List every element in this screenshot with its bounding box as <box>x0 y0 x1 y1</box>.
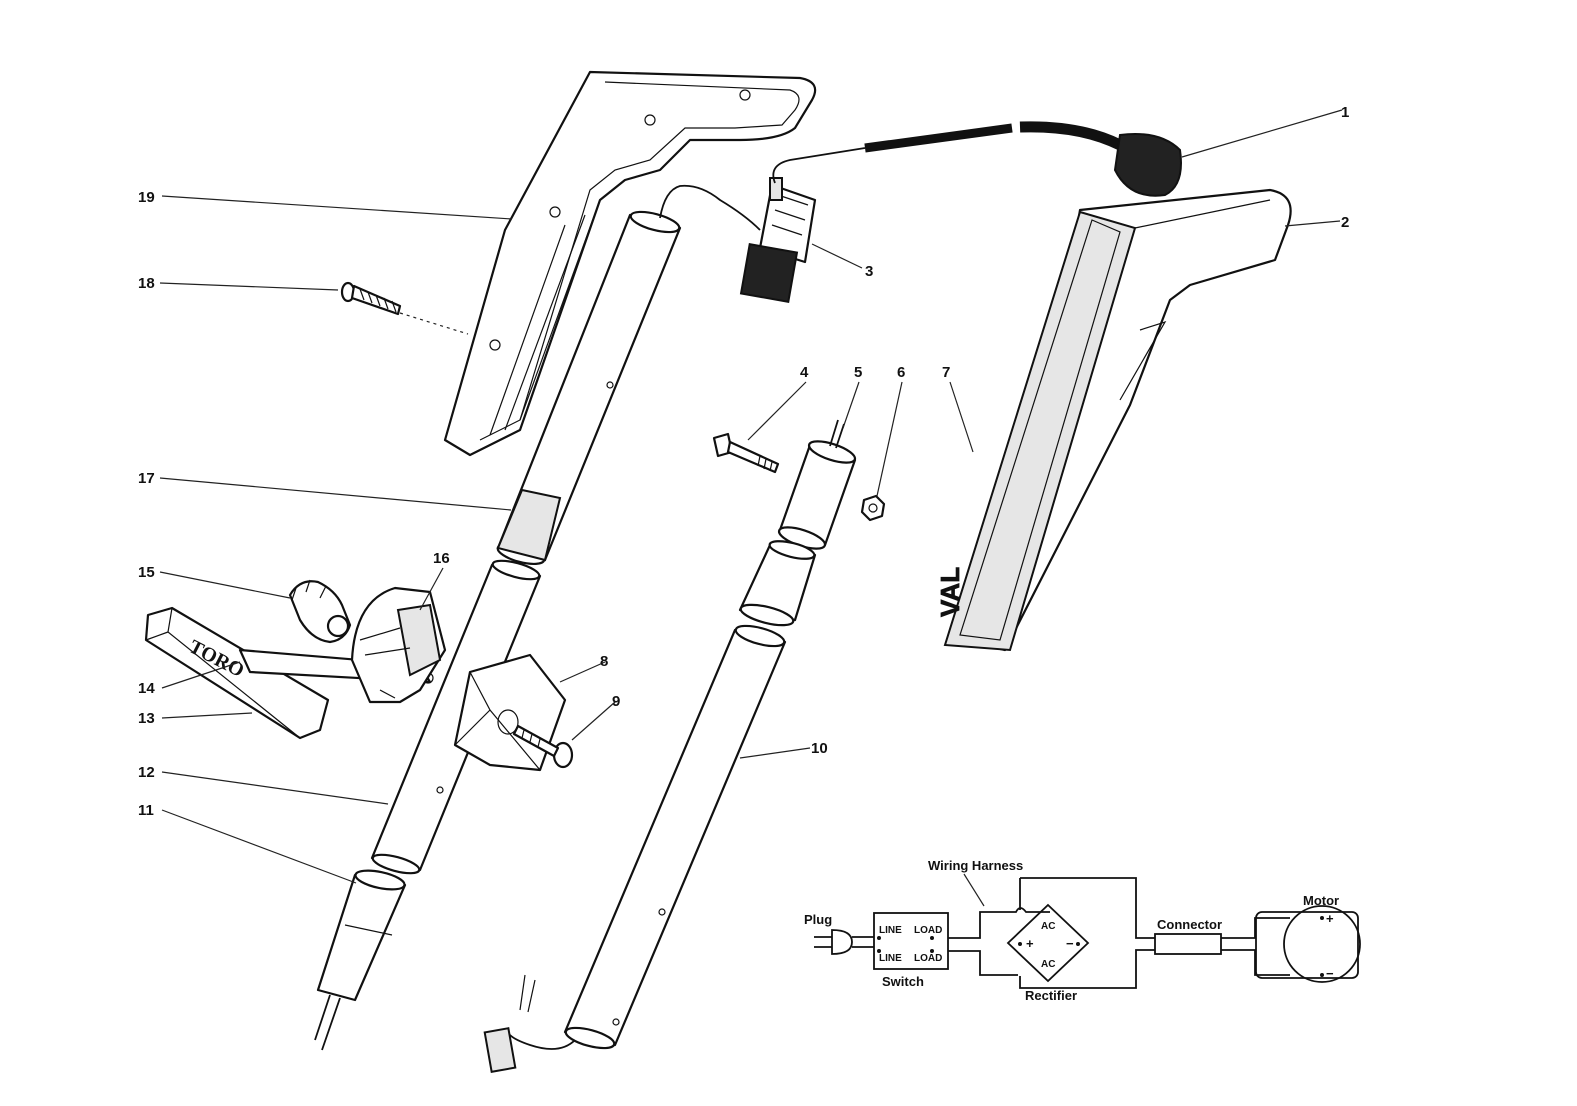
bolt-4 <box>712 432 780 474</box>
callout-13: 13 <box>138 710 155 727</box>
callout-6: 6 <box>897 364 905 381</box>
left-handle-half <box>443 70 817 457</box>
callout-5: 5 <box>854 364 862 381</box>
bolt-9 <box>512 724 574 769</box>
wiring-harness-label: Wiring Harness <box>928 858 1023 873</box>
plug-label: Plug <box>804 912 832 927</box>
switch-housing-16 <box>350 586 447 704</box>
callout-1: 1 <box>1341 104 1349 121</box>
motor-plus: + <box>1326 911 1334 926</box>
switch-load-2: LOAD <box>914 953 942 964</box>
callout-3: 3 <box>865 263 873 280</box>
coupling-5 <box>777 419 857 550</box>
callout-18: 18 <box>138 275 155 292</box>
power-cord-1 <box>772 121 1182 197</box>
callout-19: 19 <box>138 189 155 206</box>
screw-18 <box>340 281 402 316</box>
sleeve <box>738 540 817 627</box>
motor-symbol <box>1283 905 1361 983</box>
callout-7: 7 <box>942 364 950 381</box>
coupler-11 <box>314 869 407 1051</box>
leader-lines <box>159 109 1343 884</box>
callout-2: 2 <box>1341 214 1349 231</box>
rectifier-minus: − <box>1066 936 1074 951</box>
callout-9: 9 <box>612 693 620 710</box>
callout-numbers: 1 2 3 4 5 6 7 8 9 10 11 12 13 14 15 16 1… <box>138 104 1349 819</box>
middle-tube-12 <box>370 559 542 875</box>
connector-box <box>1154 933 1222 955</box>
nut-6 <box>860 494 886 522</box>
callout-8: 8 <box>600 653 608 670</box>
rectifier-ac-bottom: AC <box>1041 959 1055 970</box>
upper-tube-17 <box>496 184 761 566</box>
rectifier-label: Rectifier <box>1025 988 1077 1003</box>
switch-line-2: LINE <box>879 953 902 964</box>
callout-15: 15 <box>138 564 155 581</box>
svg-text:VAL: VAL <box>935 567 965 617</box>
switch-label: Switch <box>882 974 924 989</box>
callout-14: 14 <box>138 680 155 697</box>
motor-box <box>1255 911 1359 979</box>
connector-label: Connector <box>1157 917 1222 932</box>
motor-label: Motor <box>1303 893 1339 908</box>
rectifier-bridge <box>1006 903 1090 983</box>
switch-line-1: LINE <box>879 925 902 936</box>
switch-3 <box>739 177 817 303</box>
lower-tube-10 <box>483 624 787 1073</box>
callout-16: 16 <box>433 550 450 567</box>
switch-load-1: LOAD <box>914 925 942 936</box>
callout-11: 11 <box>138 802 154 819</box>
callout-10: 10 <box>811 740 828 757</box>
callout-17: 17 <box>138 470 155 487</box>
rectifier-plus: + <box>1026 936 1034 951</box>
callout-4: 4 <box>800 364 809 381</box>
callout-12: 12 <box>138 764 155 781</box>
switch-box <box>873 912 949 970</box>
motor-minus: − <box>1326 966 1334 981</box>
right-handle-half: VAL <box>935 188 1292 652</box>
wiring-diagram: Plug LINE LINE LOAD LOAD Switch Wiring H… <box>804 858 1361 1003</box>
rectifier-ac-top: AC <box>1041 921 1055 932</box>
knob-15 <box>288 579 352 644</box>
